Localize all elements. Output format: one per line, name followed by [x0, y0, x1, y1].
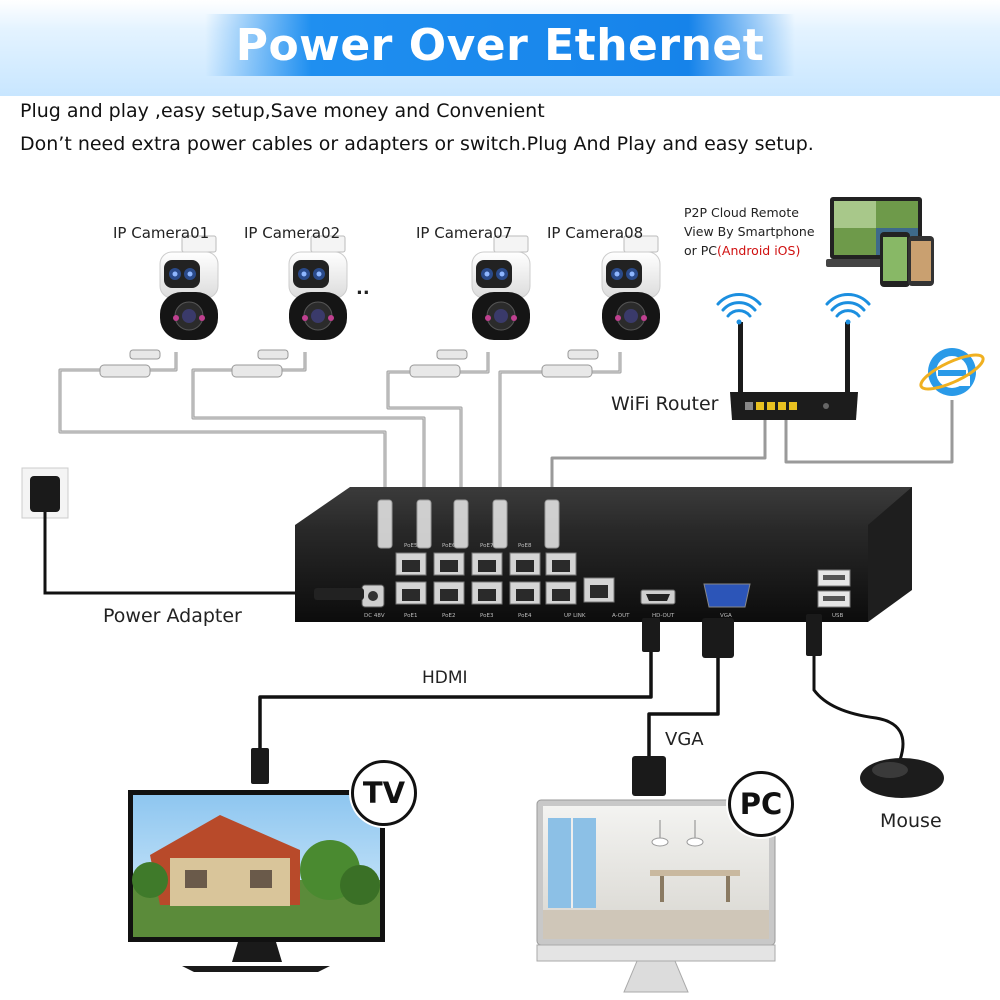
port-label-vga: VGA [720, 613, 732, 619]
port-label-poe6: PoE6 [442, 543, 456, 549]
wifi-signal-icon [716, 293, 871, 318]
vga-label: VGA [665, 729, 704, 750]
port-label-poe2: PoE2 [442, 613, 455, 619]
router-label: WiFi Router [611, 393, 719, 415]
ip-camera-02[interactable] [288, 235, 348, 340]
tv-badge: TV [351, 760, 417, 826]
vga-plug-pc [632, 756, 666, 796]
wifi-router[interactable] [730, 322, 858, 420]
port-label-poe1: PoE1 [404, 613, 417, 619]
power-cable [43, 512, 330, 595]
vga-port[interactable] [703, 583, 751, 608]
usb-cable [812, 650, 905, 761]
hdmi-plug-tv [251, 748, 269, 784]
intro-line-2: Don’t need extra power cables or adapter… [20, 133, 814, 155]
hdmi-label: HDMI [422, 668, 468, 688]
ip-camera-07[interactable] [471, 235, 531, 340]
remote-line-2: View By Smartphone [684, 224, 815, 239]
hdmi-plug-top [642, 618, 660, 652]
vga-cable [647, 650, 720, 760]
port-label-poe5: PoE5 [404, 543, 418, 549]
port-label-dc: DC 48V [364, 613, 385, 619]
pc-monitor[interactable] [536, 799, 776, 993]
vga-plug-top [702, 618, 734, 658]
ip-camera-08[interactable] [601, 235, 661, 340]
camera-label-08: IP Camera08 [547, 224, 644, 242]
power-adapter-label: Power Adapter [103, 605, 242, 627]
camera-label-02: IP Camera02 [244, 224, 341, 242]
mouse-device[interactable] [860, 758, 944, 798]
hdmi-cable [258, 632, 653, 752]
remote-line-3-prefix: or PC [684, 243, 718, 258]
internet-icon [919, 348, 985, 396]
router-cables [550, 400, 954, 505]
header-banner: Power Over Ethernet [0, 0, 1000, 96]
usb-ports[interactable] [817, 569, 851, 608]
remote-line-1: P2P Cloud Remote [684, 205, 799, 220]
port-label-uplink: UP LINK [564, 613, 586, 619]
nvr-poe-ports[interactable] [395, 552, 615, 605]
camera-label-07: IP Camera07 [416, 224, 513, 242]
usb-plug [806, 614, 822, 656]
title-bar [205, 14, 795, 76]
power-plug [314, 588, 364, 600]
camera-label-01: IP Camera01 [113, 224, 210, 242]
more-cameras-ellipsis: .. [356, 278, 370, 299]
tv-device[interactable] [128, 790, 385, 972]
camera-pigtails [99, 349, 599, 378]
port-label-poe4: PoE4 [518, 613, 532, 619]
page-title: Power Over Ethernet [235, 20, 765, 71]
ip-camera-01[interactable] [159, 235, 219, 340]
remote-line-3: or PC(Android iOS) [684, 241, 815, 260]
port-label-poe7: PoE7 [480, 543, 494, 549]
port-label-hdout: HD-OUT [652, 613, 675, 619]
intro-line-1: Plug and play ,easy setup,Save money and… [20, 100, 545, 122]
port-label-usb: USB [832, 613, 844, 619]
remote-line-3-platforms: (Android iOS) [717, 243, 801, 258]
power-outlet [21, 467, 69, 519]
mouse-label: Mouse [880, 810, 942, 832]
pc-badge: PC [728, 771, 794, 837]
remote-view-text: P2P Cloud Remote View By Smartphone or P… [684, 203, 815, 260]
port-label-poe3: PoE3 [480, 613, 494, 619]
port-label-poe8: PoE8 [518, 543, 532, 549]
nvr-port-labels: PoE1 PoE2 PoE3 PoE4 UP LINK A-OUT HD-OUT… [364, 543, 844, 619]
rj45-plugs [377, 499, 560, 549]
port-label-aout: A-OUT [612, 613, 630, 619]
remote-devices-image [826, 197, 934, 287]
